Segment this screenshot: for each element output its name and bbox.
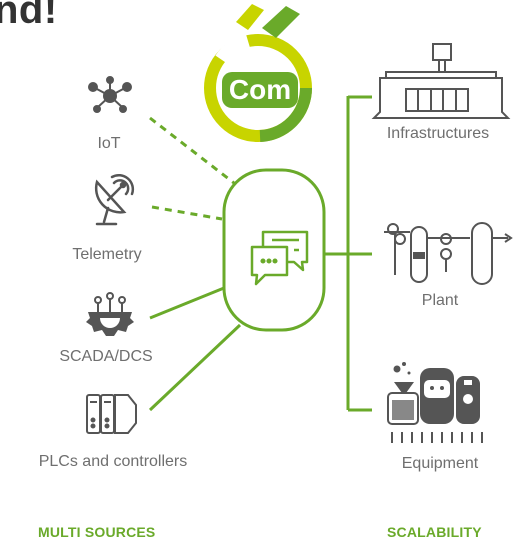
target-label-plant: Plant	[421, 292, 459, 309]
satellite-dish-icon	[94, 173, 135, 226]
footer-scalability: SCALABILITY	[387, 524, 482, 540]
target-label-infrastructures: Infrastructures	[386, 125, 490, 142]
source-label-telemetry: Telemetry	[72, 246, 142, 263]
logo-text: Com	[229, 74, 291, 105]
logo: Com	[204, 4, 313, 142]
chat-bubbles-icon	[250, 230, 309, 286]
infrastructure-building-icon	[371, 43, 511, 119]
target-label-equipment: Equipment	[401, 455, 479, 472]
right-connectors	[322, 95, 372, 412]
source-label-iot: IoT	[97, 135, 121, 152]
source-label-plcs: PLCs and controllers	[38, 453, 188, 470]
footer-multi-sources: MULTI SOURCES	[38, 524, 156, 540]
plant-process-icon	[384, 222, 513, 285]
hub-node	[222, 168, 326, 332]
equipment-machines-icon	[387, 362, 483, 443]
page-title: nd!	[0, 0, 58, 32]
scada-gear-icon	[86, 292, 134, 336]
plc-controller-icon	[86, 394, 137, 434]
iot-network-icon	[88, 76, 132, 113]
left-connectors	[148, 116, 242, 412]
source-label-scada: SCADA/DCS	[59, 348, 153, 365]
